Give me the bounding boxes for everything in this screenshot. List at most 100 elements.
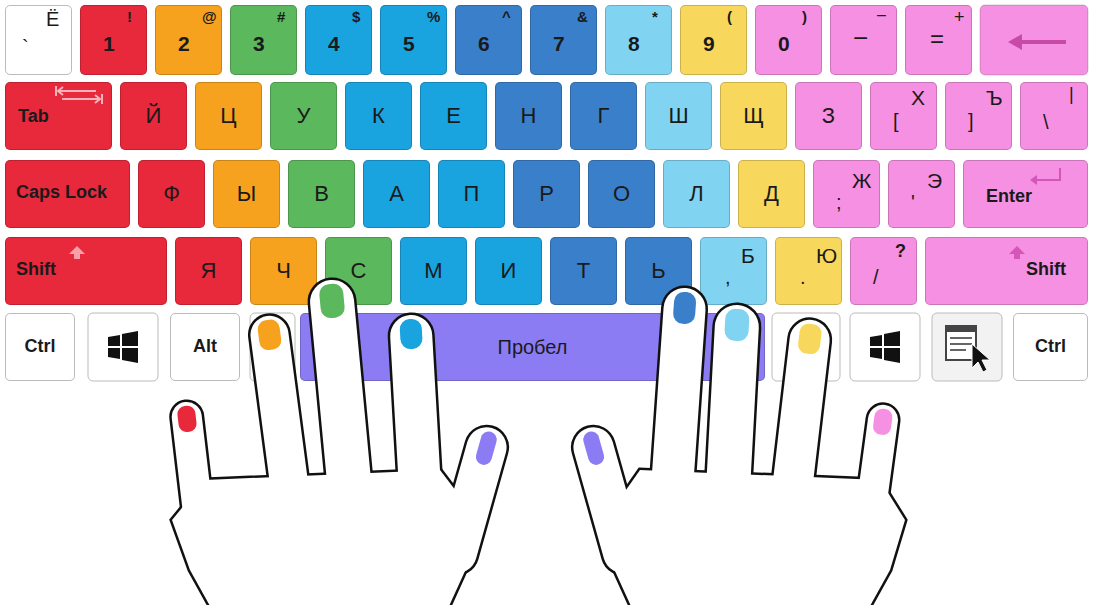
key-label: ! (127, 9, 132, 26)
letter-key: Х[ (870, 82, 937, 150)
key-label: 4 (328, 32, 340, 55)
backspace-arrow (1008, 34, 1066, 50)
key-label: / (873, 266, 879, 288)
number-key: ^6 (455, 5, 522, 75)
key-label: И (501, 259, 517, 283)
key-label: [ (893, 110, 899, 132)
letter-key: З (795, 82, 862, 150)
letter-key: Ъ] (945, 82, 1012, 150)
modifier-key: Shift (925, 237, 1088, 305)
letter-key: К (345, 82, 412, 150)
key-label: Shift (16, 260, 56, 280)
letter-key: Ш (645, 82, 712, 150)
key-label: Ф (163, 182, 180, 206)
hand-fill (170, 278, 905, 605)
key-label: & (577, 9, 588, 26)
key-label: У (297, 104, 311, 128)
key-label: ( (727, 9, 732, 26)
letter-key: М (400, 237, 467, 305)
key-label: 9 (703, 32, 715, 55)
key-label: Tab (18, 107, 49, 127)
key-label: ] (968, 110, 974, 132)
key-label: В (314, 182, 329, 206)
key-label: К (372, 104, 385, 128)
key-label: М (424, 259, 442, 283)
key-label: 2 (178, 32, 190, 55)
letter-key: Ч (250, 237, 317, 305)
key-label: + (954, 8, 965, 28)
key-label: 8 (628, 32, 640, 55)
letter-key: О (588, 160, 655, 228)
number-key: !1 (80, 5, 147, 75)
number-key: *8 (605, 5, 672, 75)
key-label: О (613, 182, 630, 206)
key-label: 1 (103, 32, 115, 55)
key-label: Ж (852, 169, 871, 192)
key-label: * (652, 9, 658, 26)
hidden-key (772, 313, 840, 381)
key-label: Л (689, 182, 703, 206)
number-key: )0 (755, 5, 822, 75)
modifier-key: Shift (5, 237, 167, 305)
symbol-key: += (905, 5, 972, 75)
letter-key: Я (175, 237, 242, 305)
letter-key: Ы (213, 160, 280, 228)
letter-key: Ц (195, 82, 262, 150)
letter-key: Ю. (775, 237, 842, 305)
key-label: Н (521, 104, 537, 128)
key-label: ` (22, 36, 29, 58)
key-label: \ (1043, 111, 1049, 133)
fingernails (177, 283, 894, 467)
key-label: Ъ (986, 86, 1003, 109)
letter-key: И (475, 237, 542, 305)
number-key: $4 (305, 5, 372, 75)
key-label: Е (446, 104, 461, 128)
menu-key (932, 313, 1002, 381)
key-label: . (800, 266, 806, 288)
modifier-key: Ctrl (5, 313, 75, 381)
letter-key: С (325, 237, 392, 305)
hidden-key (250, 313, 295, 381)
tab-icon (56, 86, 102, 104)
letter-key: Ь (625, 237, 692, 305)
key-label: | (1069, 85, 1074, 105)
letter-key: У (270, 82, 337, 150)
key-label: Й (146, 104, 162, 128)
backspace-key (980, 5, 1088, 75)
key-label: Т (577, 259, 590, 283)
shift-arrow (1009, 246, 1025, 259)
key-label: ; (836, 191, 842, 213)
modifier-key: Caps Lock (5, 160, 130, 228)
windows-key (88, 313, 158, 381)
key-label: З (822, 104, 835, 128)
key-label: Ш (668, 104, 688, 128)
key-label: Ч (276, 259, 291, 283)
symbol-key: –− (830, 5, 897, 75)
number-key: %5 (380, 5, 447, 75)
symbol-key: ?/ (850, 237, 917, 305)
letter-key: Ж; (813, 160, 880, 228)
key-label: Ctrl (1035, 337, 1066, 357)
number-key: (9 (680, 5, 747, 75)
letter-key: А (363, 160, 430, 228)
key-label: Ю (816, 244, 837, 267)
key-label: 0 (778, 32, 790, 55)
letter-key: Б, (700, 237, 767, 305)
key-label: Ctrl (25, 337, 56, 357)
key-label: Щ (743, 104, 764, 128)
key-label: Ё (46, 8, 59, 30)
key-label: Ь (651, 259, 665, 283)
windows-logo (108, 331, 138, 363)
key-label: Я (201, 259, 217, 283)
key-label: Б (741, 244, 755, 267)
key-label: 7 (553, 32, 565, 55)
letter-key: Т (550, 237, 617, 305)
key-label: – (877, 6, 886, 24)
key-label: Д (764, 182, 779, 206)
key-label: # (277, 9, 285, 26)
key-label: 3 (253, 32, 265, 55)
letter-key: Й (120, 82, 187, 150)
windows-logo (870, 331, 900, 363)
